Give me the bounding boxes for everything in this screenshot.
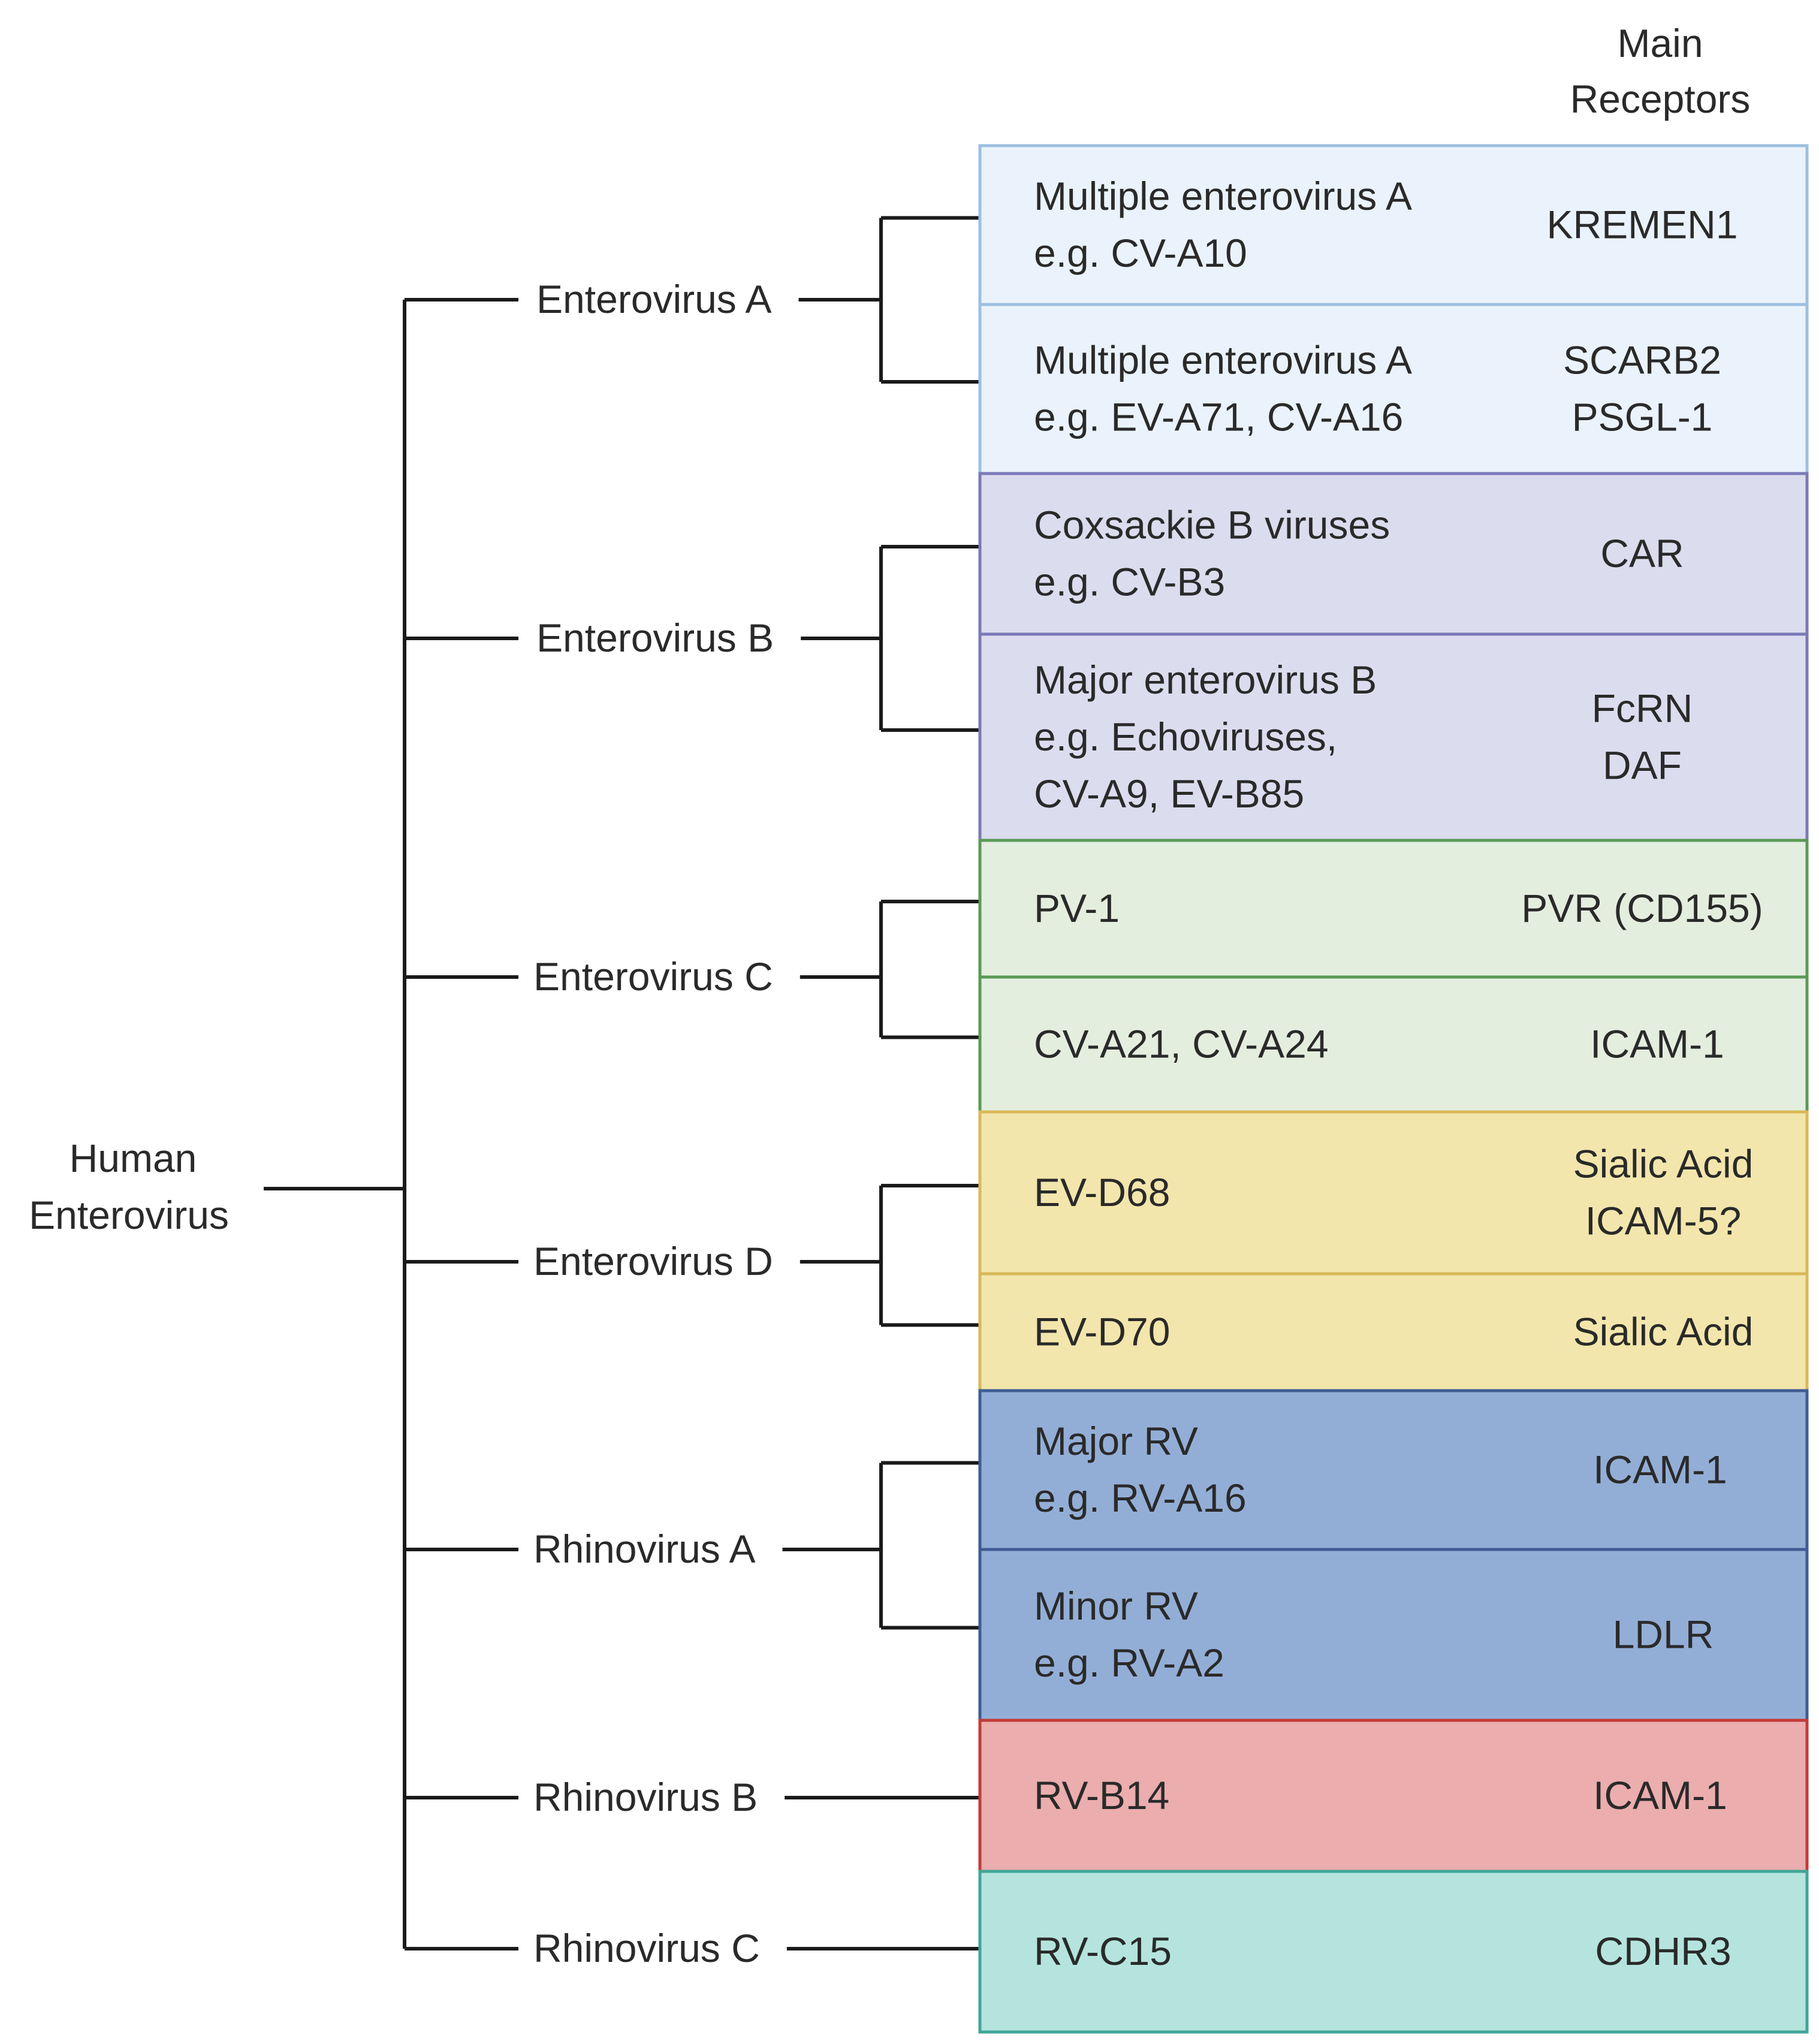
group-label: Enterovirus B	[536, 616, 774, 660]
row-box	[978, 472, 1809, 636]
row-box	[978, 1110, 1809, 1276]
virus-label: EV-D68	[1034, 1170, 1170, 1214]
virus-label: EV-D70	[1034, 1310, 1170, 1354]
receptor-label: Sialic Acid	[1573, 1142, 1754, 1186]
row-box	[978, 303, 1809, 475]
row-box	[978, 632, 1809, 842]
header-title-line1: Main	[1617, 21, 1703, 65]
receptor-label: FcRN	[1592, 686, 1693, 731]
receptor-label: ICAM-1	[1593, 1773, 1727, 1817]
virus-label: e.g. Echoviruses,	[1034, 715, 1337, 759]
tree-lines	[264, 216, 980, 1950]
receptor-label: LDLR	[1613, 1612, 1714, 1657]
receptor-row: EV-D70 Sialic Acid	[978, 1272, 1809, 1392]
row-box	[978, 1389, 1809, 1551]
virus-label: e.g. CV-B3	[1034, 560, 1225, 604]
receptor-row: RV-B14 ICAM-1	[978, 1719, 1809, 1873]
row-box	[978, 839, 1809, 979]
receptor-label: ICAM-1	[1593, 1448, 1727, 1492]
receptor-label: SCARB2	[1563, 338, 1721, 382]
virus-label: RV-C15	[1034, 1929, 1172, 1973]
receptor-label: PSGL-1	[1572, 395, 1713, 439]
virus-label: e.g. RV-A2	[1034, 1641, 1224, 1685]
receptor-row: Multiple enterovirus A e.g. CV-A10 KREMEN1	[978, 144, 1809, 306]
receptor-row: Minor RV e.g. RV-A2 LDLR	[978, 1548, 1809, 1722]
row-box	[978, 144, 1809, 306]
receptor-label: DAF	[1603, 743, 1682, 788]
receptor-label: CAR	[1600, 531, 1684, 575]
receptor-row: RV-C15 CDHR3	[978, 1870, 1809, 2034]
receptor-table: Multiple enterovirus A e.g. CV-A10 KREMEN1…	[978, 144, 1809, 2034]
root-label-line1: Human	[70, 1136, 197, 1180]
group-label: Rhinovirus A	[533, 1527, 756, 1571]
receptor-row: CV-A21, CV-A24 ICAM-1	[978, 975, 1809, 1114]
receptor-row: Multiple enterovirus A e.g. EV-A71, CV-A1…	[978, 303, 1809, 475]
virus-label: Coxsackie B viruses	[1034, 503, 1390, 547]
receptor-row: Major enterovirus B e.g. Echoviruses, CV-A…	[978, 632, 1809, 842]
receptor-label: Sialic Acid	[1573, 1310, 1754, 1354]
virus-label: e.g. EV-A71, CV-A16	[1034, 395, 1403, 439]
receptor-row: Coxsackie B viruses e.g. CV-B3 CAR	[978, 472, 1809, 636]
group-label: Enterovirus A	[536, 277, 772, 321]
row-box	[978, 1719, 1809, 1873]
header-title-line2: Receptors	[1570, 77, 1751, 121]
row-box	[978, 1548, 1809, 1722]
virus-label: e.g. CV-A10	[1034, 231, 1247, 275]
row-box	[978, 975, 1809, 1114]
row-box	[978, 1272, 1809, 1392]
row-box	[978, 1870, 1809, 2034]
group-label: Rhinovirus B	[533, 1775, 758, 1819]
receptor-label: KREMEN1	[1546, 203, 1737, 247]
virus-label: PV-1	[1034, 886, 1120, 930]
virus-label: e.g. RV-A16	[1034, 1476, 1247, 1520]
receptor-row: Major RV e.g. RV-A16 ICAM-1	[978, 1389, 1809, 1551]
virus-label: Major RV	[1034, 1419, 1198, 1463]
virus-label: CV-A21, CV-A24	[1034, 1022, 1329, 1066]
receptor-label: ICAM-1	[1590, 1022, 1724, 1066]
receptor-label: ICAM-5?	[1585, 1199, 1741, 1243]
group-labels: Enterovirus A Enterovirus B Enterovirus C E…	[533, 277, 774, 1970]
group-label: Enterovirus D	[533, 1239, 773, 1283]
virus-label: Multiple enterovirus A	[1034, 174, 1412, 218]
receptor-row: PV-1 PVR (CD155)	[978, 839, 1809, 979]
group-label: Enterovirus C	[533, 954, 773, 999]
virus-label: Minor RV	[1034, 1584, 1198, 1628]
receptor-label: CDHR3	[1595, 1929, 1731, 1973]
virus-label: RV-B14	[1034, 1773, 1169, 1817]
group-label: Rhinovirus C	[533, 1926, 760, 1970]
receptor-label: PVR (CD155)	[1521, 886, 1763, 930]
virus-label: CV-A9, EV-B85	[1034, 771, 1304, 816]
root-label-line2: Enterovirus	[29, 1193, 229, 1237]
virus-label: Major enterovirus B	[1034, 658, 1377, 702]
virus-label: Multiple enterovirus A	[1034, 338, 1412, 382]
